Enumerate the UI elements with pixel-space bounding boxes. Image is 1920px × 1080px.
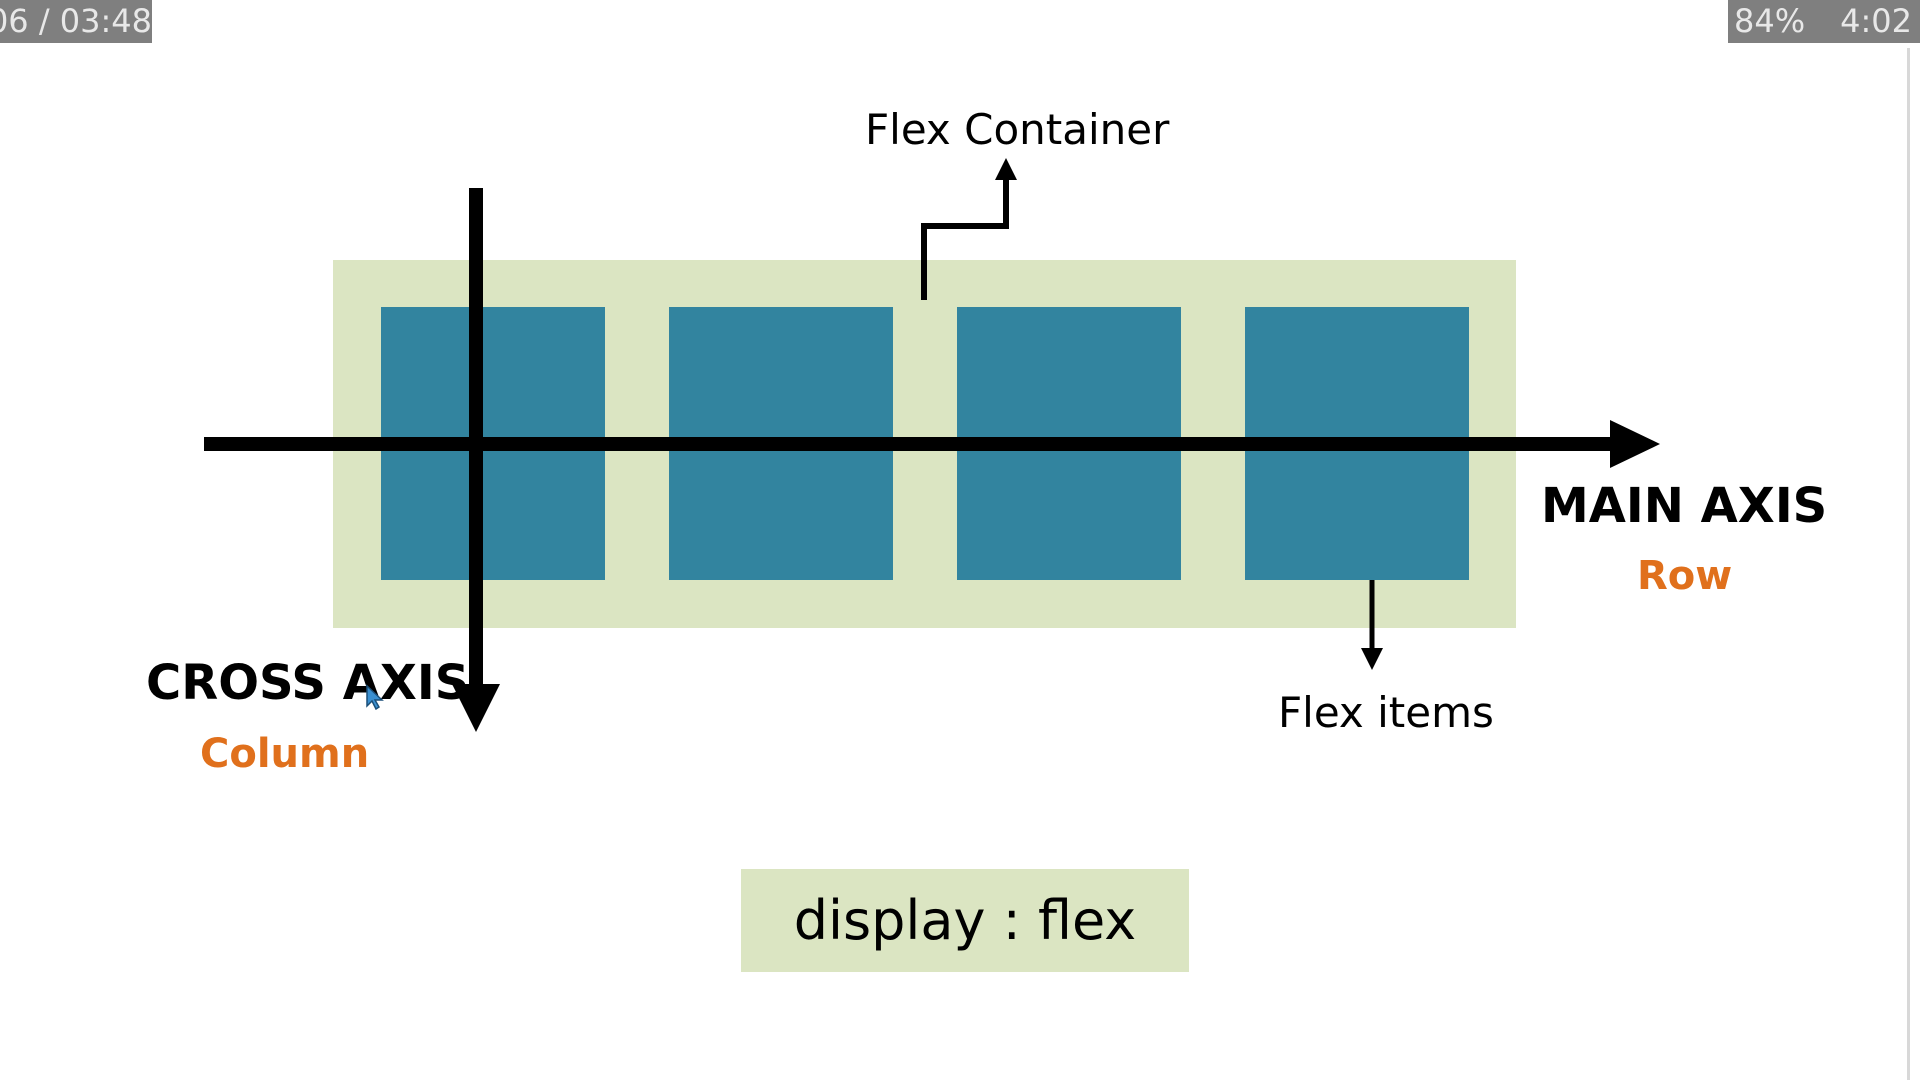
- flex-container-label: Flex Container: [865, 105, 1170, 154]
- elapsed-time: 06 / 03:48: [0, 2, 152, 40]
- code-snippet: display : flex: [793, 889, 1137, 952]
- clock-time: 4:02: [1840, 2, 1912, 40]
- video-time-overlay: 06 / 03:48: [0, 0, 152, 43]
- code-snippet-box: display : flex: [741, 869, 1189, 972]
- main-axis-label: MAIN AXIS: [1541, 478, 1828, 534]
- flex-item: [669, 307, 893, 580]
- battery-level: 84%: [1734, 2, 1806, 40]
- main-axis-direction: Row: [1637, 553, 1733, 599]
- cross-axis-label: CROSS AXIS: [146, 655, 470, 711]
- scrollbar[interactable]: [1907, 48, 1910, 1080]
- mouse-pointer-icon: [366, 684, 384, 710]
- flex-items-label: Flex items: [1278, 688, 1494, 737]
- cross-axis-direction: Column: [200, 731, 370, 777]
- flex-item: [1245, 307, 1469, 580]
- flex-item: [957, 307, 1181, 580]
- flex-item: [381, 307, 605, 580]
- status-overlay: 84% 4:02: [1728, 0, 1920, 43]
